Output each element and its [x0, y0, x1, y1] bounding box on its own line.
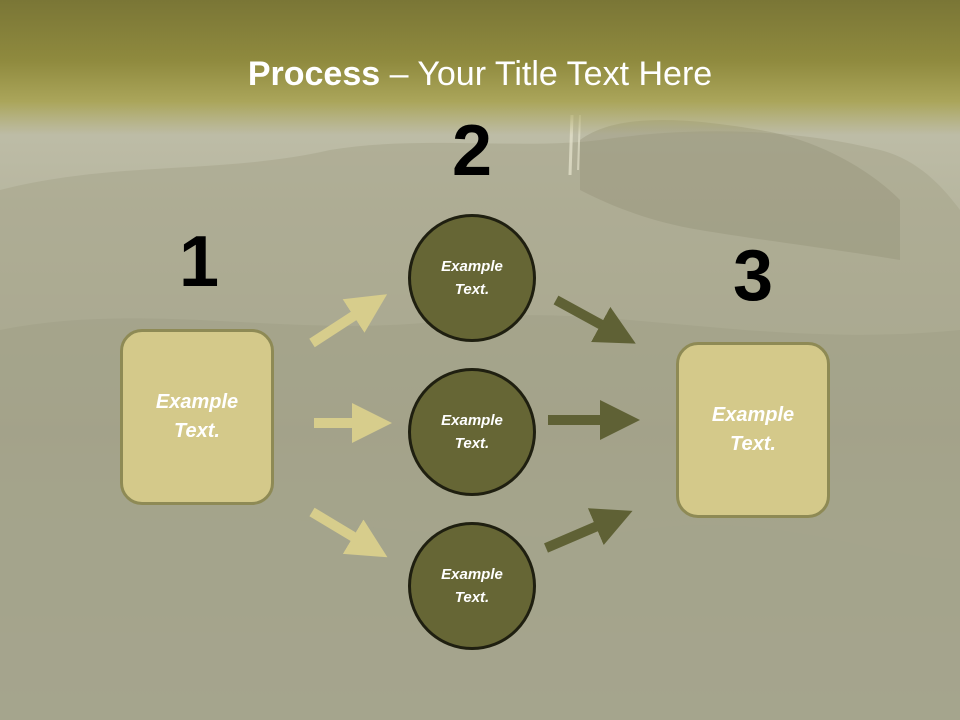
circle-top-text: Example Text. — [441, 258, 503, 298]
circle-middle-text: Example Text. — [441, 412, 503, 452]
step-1-box-text: Example Text. — [155, 391, 239, 442]
circle-bottom: Example Text. — [408, 522, 536, 650]
step-number-2: 2 — [451, 111, 493, 191]
circle-bottom-text: Example Text. — [441, 566, 503, 606]
title-band — [0, 0, 960, 135]
title-rest: – Your Title Text Here — [380, 55, 713, 93]
step-number-1: 1 — [178, 222, 220, 302]
title-bold: Process — [247, 55, 381, 93]
circle-middle: Example Text. — [408, 368, 536, 496]
step-3-box-text: Example Text. — [711, 404, 795, 455]
slide-title: Process – Your Title Text Here — [0, 50, 960, 98]
step-3-box: Example Text. — [676, 342, 830, 518]
step-1-box: Example Text. — [120, 329, 274, 505]
circle-top: Example Text. — [408, 214, 536, 342]
step-number-3: 3 — [732, 236, 774, 316]
